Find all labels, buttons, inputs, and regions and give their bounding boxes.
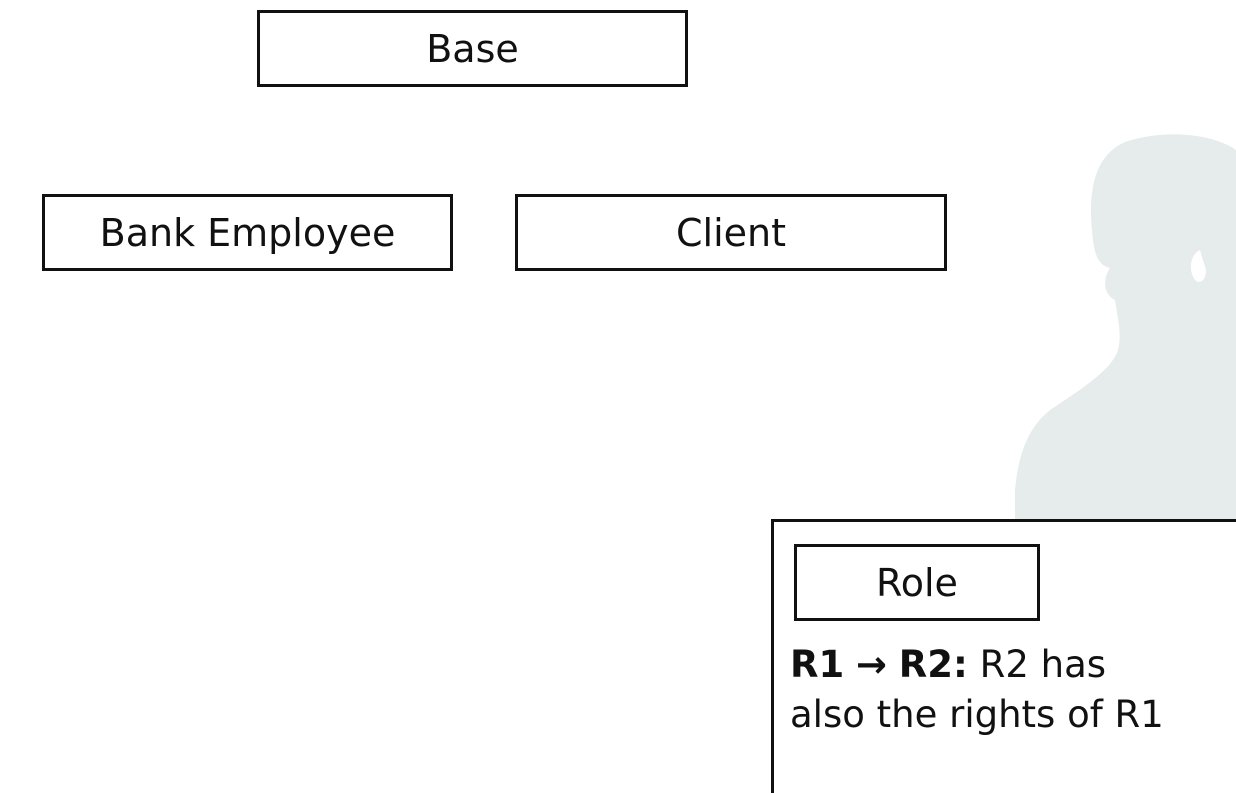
legend-panel: Role R1 → R2: R2 has also the rights of …	[771, 519, 1236, 793]
person-silhouette-icon	[1015, 134, 1236, 530]
legend-line1-rest: R2 has	[979, 643, 1107, 686]
legend-line-1: R1 → R2: R2 has	[790, 640, 1236, 690]
legend-r1: R1	[790, 643, 845, 686]
role-box-bank-employee: Bank Employee	[42, 194, 453, 271]
legend-arrow: →	[856, 643, 888, 686]
role-box-client: Client	[515, 194, 947, 271]
legend-role-label: Role	[876, 560, 958, 605]
legend-r2: R2:	[898, 643, 968, 686]
legend-description: R1 → R2: R2 has also the rights of R1	[790, 640, 1236, 740]
role-box-base: Base	[257, 10, 688, 87]
legend-line-2: also the rights of R1	[790, 693, 1164, 736]
role-label-bank-employee: Bank Employee	[99, 210, 396, 255]
legend-role-box: Role	[794, 544, 1040, 621]
role-label-base: Base	[426, 26, 519, 71]
role-label-client: Client	[675, 210, 786, 255]
